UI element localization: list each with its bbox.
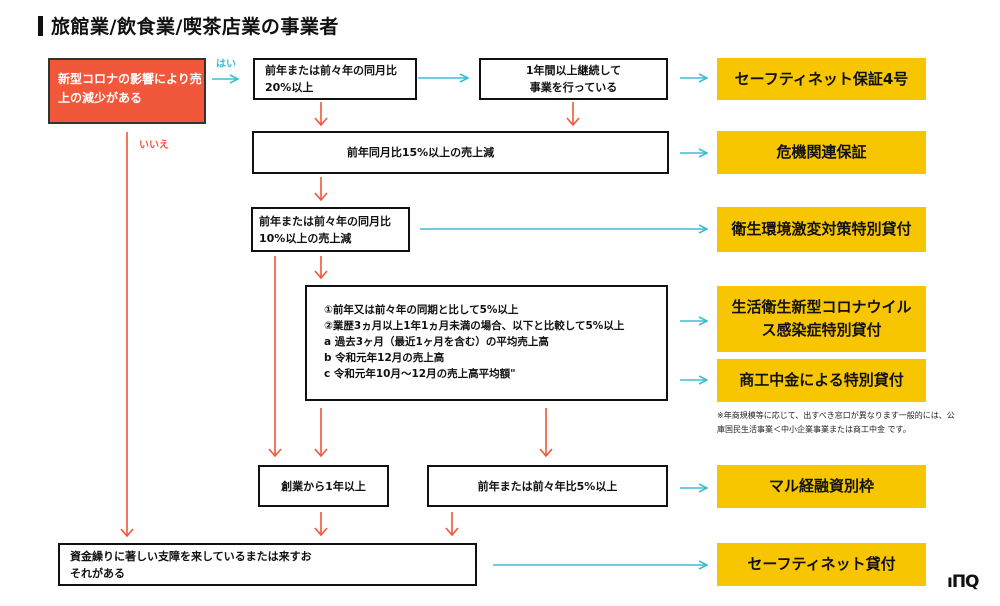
arrow-c5-down-right-head [539,448,553,458]
result-sanitation-loan: 衛生環境激変対策特別貸付 [717,207,926,252]
title-bar [38,16,43,36]
result-safety-net-guarantee-4: セーフティネット保証4号 [717,58,926,100]
footnote: ※年商規模等に応じて、出すべき窓口が異なります一般的には、公庫国民生活事業＜中小… [717,411,955,434]
result-crisis-guarantee: 危機関連保証 [717,131,926,174]
arrow-c1-down-head [314,117,328,127]
arrow-c4-down-head [314,270,328,280]
condition-5-line-3: a 過去3ヶ月（最近1ヶ月を含む）の平均売上高 [324,336,549,348]
condition-5-line-4: b 令和元年12月の売上高 [324,352,445,364]
condition-box-6: 創業から1年以上 [258,465,389,507]
condition-5-line-1: ①前年又は前々年の同期と比して5%以上 [324,304,519,316]
arrow-no-head [120,528,134,538]
result-safety-net-loan: セーフティネット貸付 [717,543,926,586]
condition-box-5: ①前年又は前々年の同期と比して5%以上 ②業歴3ヵ月以上1年1ヵ月未満の場合、以… [305,285,668,401]
condition-5-line-5: c 令和元年10月～12月の売上高平均額" [324,368,516,380]
condition-box-2: 1年間以上継続して事業を行っている [479,58,668,100]
title-text: 旅館業/飲食業/喫茶店業の事業者 [51,16,339,38]
start-box: 新型コロナの影響により売上の減少がある [48,58,206,124]
result-covid-special-loan: 生活衛生新型コロナウイルス感染症特別貸付 [717,286,926,352]
arrow-c4-long-head [268,448,282,458]
result-marukei-loan: マル経融資別枠 [717,465,926,508]
result-shoko-chukin-loan: 商工中金による特別貸付 [717,359,926,402]
condition-5-line-2: ②業歴3ヵ月以上1年1ヵ月未満の場合、以下と比較して5%以上 [324,320,625,332]
condition-box-8: 資金繰りに著しい支障を来しているまたは来すおそれがある [58,543,477,586]
condition-box-1: 前年または前々年の同月比20%以上 [253,58,417,100]
arrow-c5-down-left-head [314,448,328,458]
arrow-c3-down-head [314,192,328,202]
condition-box-4: 前年または前々年の同月比10%以上の売上減 [251,207,410,252]
arrow-c7-down-head [445,527,459,537]
no-label: いいえ [139,140,169,151]
condition-box-3: 前年同月比15%以上の売上減 [252,131,669,174]
condition-box-7: 前年または前々年比5%以上 [427,465,668,507]
arrow-c2-down-head [566,117,580,127]
yes-label: はい [216,59,236,70]
page-title: 旅館業/飲食業/喫茶店業の事業者 [38,12,339,39]
arrow-c6-down-head [314,527,328,537]
brand-logo: ıПQ [947,572,980,592]
